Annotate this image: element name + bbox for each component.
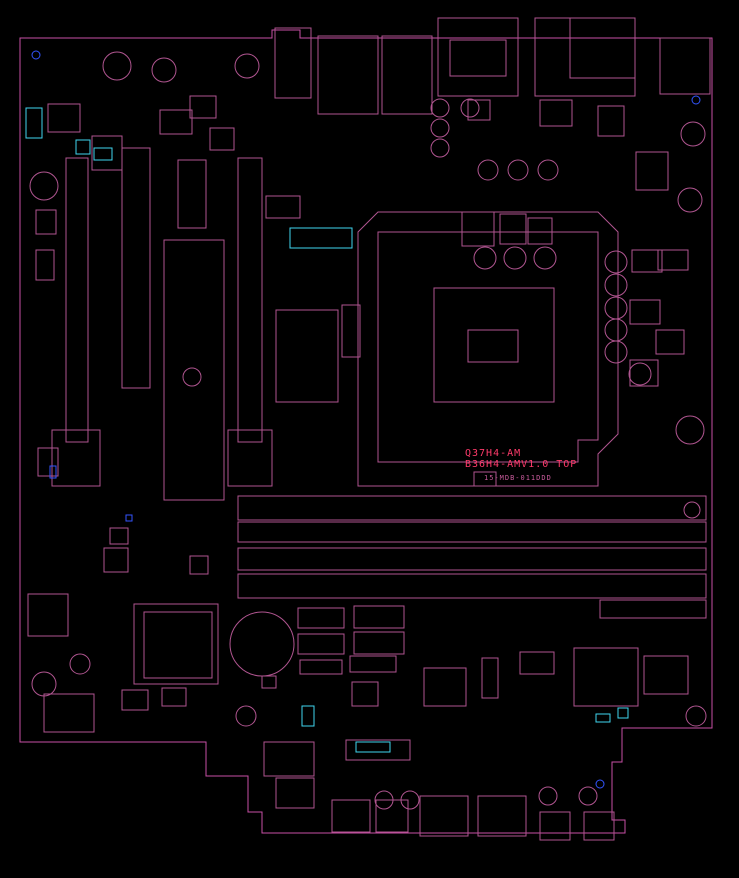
small-components [25,95,689,711]
capacitors [29,51,707,810]
cmos-battery [229,611,295,689]
board-part-number: 15-MDB-011DDD [484,474,552,482]
highlighted-parts [75,139,629,753]
bottom-headers [263,739,615,841]
major-ics [27,227,689,733]
sata-connectors [297,605,405,675]
board-revision-label: B36H4-AMV1.0 TOP [465,459,578,470]
dimm-slots [237,495,707,619]
board-model-label: Q37H4-AM [465,448,522,459]
cpu-socket [357,211,619,487]
rear-io-connectors [274,17,711,115]
fiducial-markers [31,50,701,789]
pcie-slots [51,109,273,501]
board-outline [19,29,713,834]
